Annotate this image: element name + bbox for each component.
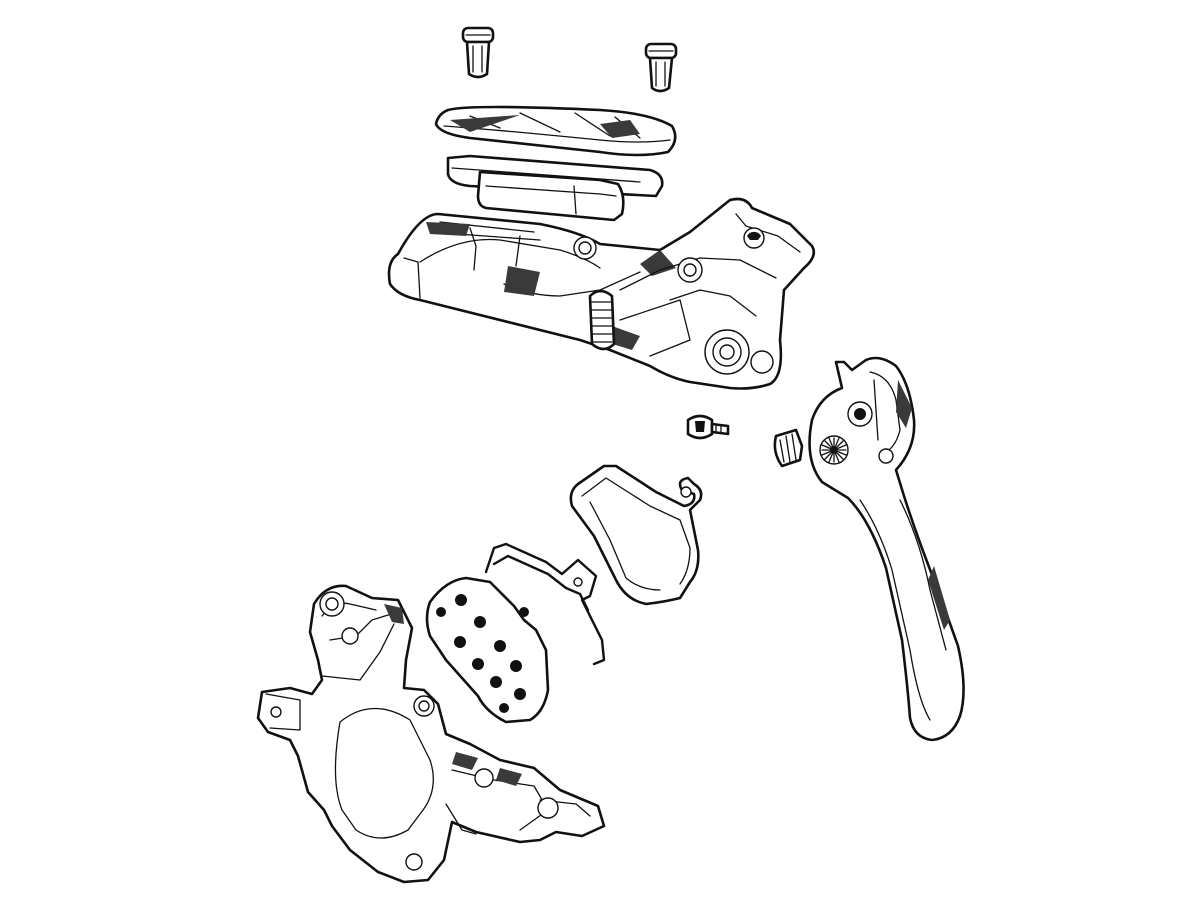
brake-pad-backing [425,576,550,724]
reservoir-diaphragm [446,154,664,222]
lever-pivot-sunburst [821,437,847,463]
lever-body [387,197,816,390]
reservoir-cap-bolt-right [644,42,678,93]
brake-caliper [256,584,606,884]
reservoir-cap [434,105,677,157]
lever-pivot-screw [686,414,730,440]
brake-lever-blade [808,356,965,742]
reach-adjust-knob [773,428,804,468]
reservoir-cap-bolt-left [461,26,495,79]
brake-pad-spring [484,542,606,666]
brake-pad [569,464,703,606]
